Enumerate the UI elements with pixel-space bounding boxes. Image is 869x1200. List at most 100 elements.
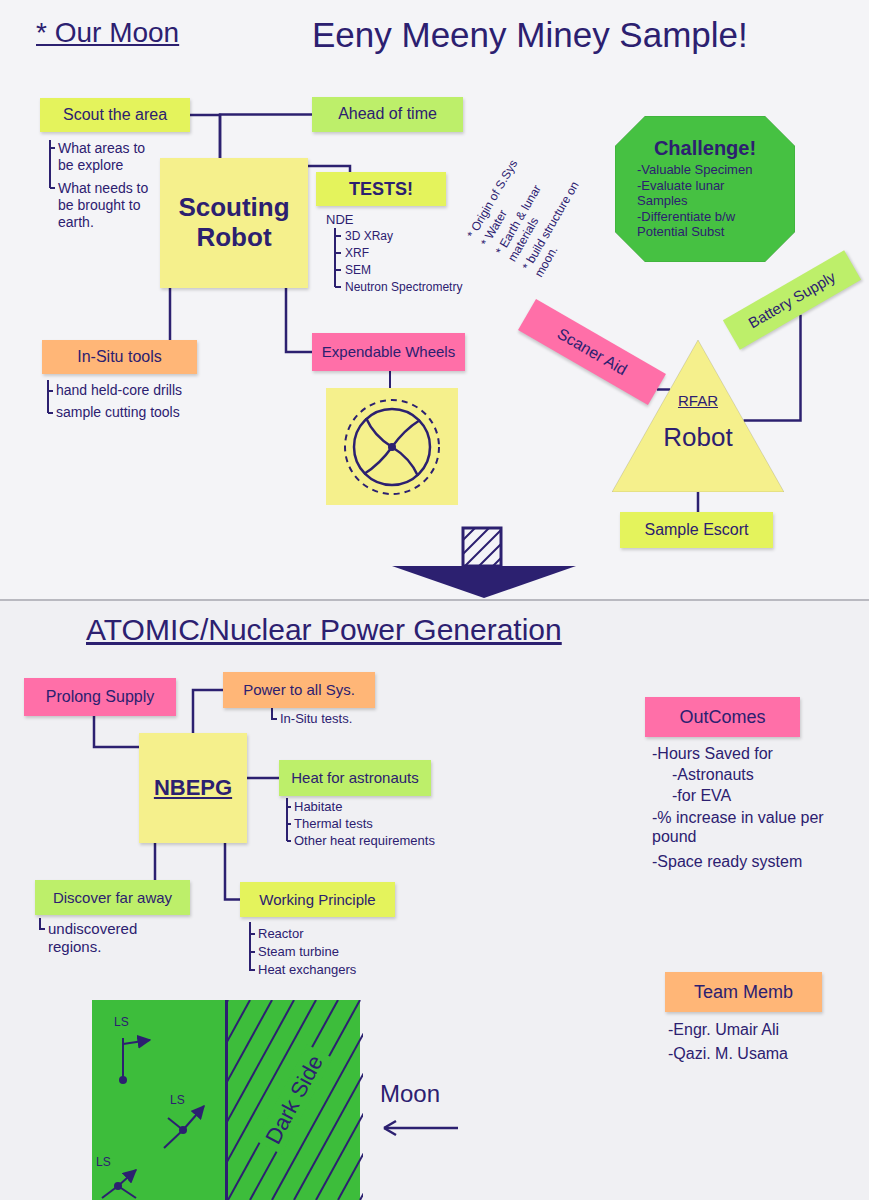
sticky-note: Working Principle xyxy=(240,882,395,917)
note-text: Heat for astronauts xyxy=(291,769,419,786)
handwritten-note: Other heat requirements xyxy=(294,833,435,849)
note-text: Prolong Supply xyxy=(46,688,155,706)
note-text: Scouting Robot xyxy=(166,193,302,253)
site-symbol-line xyxy=(183,1106,204,1130)
handwritten-note: What needs to be brought to earth. xyxy=(58,180,152,230)
shape-outline xyxy=(612,340,784,492)
sticky-note: Battery Supply xyxy=(723,250,861,349)
note-text: Scout the area xyxy=(63,106,167,124)
sticky-note: Team Memb xyxy=(665,972,822,1012)
handwritten-note: SEM xyxy=(345,263,371,277)
moon-arrow-line xyxy=(384,1127,458,1130)
note-text: Robot xyxy=(663,423,732,453)
sticky-note: NBEPG xyxy=(139,733,247,843)
wheel-sketch xyxy=(326,388,458,505)
sticky-note: Ahead of time xyxy=(312,97,463,132)
moon-map: LSLSLSDark Side xyxy=(92,1000,360,1200)
sticky-note: Scout the area xyxy=(40,98,190,132)
arrow-shaft xyxy=(463,528,501,566)
bottom-sheet xyxy=(0,600,869,1200)
wheel-spokes xyxy=(364,418,420,476)
dark-side-region: Dark Side xyxy=(225,1000,360,1200)
handwritten-note: ATOMIC/Nuclear Power Generation xyxy=(86,612,562,648)
handwritten-note: Neutron Spectrometry xyxy=(345,280,462,294)
note-text: Expendable Wheels xyxy=(322,343,455,360)
handwritten-note: -Qazi. M. Usama xyxy=(668,1044,788,1063)
note-text: Scaner Aid xyxy=(554,325,630,380)
handwritten-note: XRF xyxy=(345,246,369,260)
site-symbol-dot xyxy=(119,1076,127,1084)
handwritten-note: -for EVA xyxy=(672,786,731,805)
shape-fill xyxy=(615,116,795,262)
handwritten-note: Steam turbine xyxy=(258,944,339,960)
handwritten-note: Reactor xyxy=(258,926,304,942)
connector xyxy=(697,492,700,512)
sticky-note: Prolong Supply xyxy=(24,678,176,716)
connector xyxy=(169,288,172,340)
handwritten-note: -Engr. Umair Ali xyxy=(668,1020,779,1039)
note-text: Battery Supply xyxy=(745,268,838,332)
list-bracket xyxy=(50,140,55,188)
connector xyxy=(190,115,220,158)
list-bracket xyxy=(335,228,341,287)
list-bracket xyxy=(48,380,53,413)
poster-title: Eeny Meeny Miney Sample! xyxy=(312,14,748,56)
sticky-note: Discover far away xyxy=(35,880,190,915)
hatch-line xyxy=(316,1000,363,1200)
note-text: -Differentiate b/w Potential Subst xyxy=(637,210,773,240)
rotated-note-group: * Origin of S.Sys* Water* Earth & lunar … xyxy=(464,130,606,281)
note-text: Team Memb xyxy=(694,982,793,1003)
list-bracket xyxy=(250,922,255,971)
note-text: TESTS! xyxy=(349,179,413,200)
handwritten-note: 3D XRay xyxy=(345,229,393,243)
note-text: -Evaluate lunar Samples xyxy=(637,179,773,209)
connector xyxy=(193,690,223,733)
arrow-head xyxy=(392,566,576,598)
wheel-hub xyxy=(388,443,396,451)
connector xyxy=(220,115,312,159)
sticky-note: Heat for astronauts xyxy=(279,760,431,796)
handwritten-note: sample cutting tools xyxy=(56,404,180,421)
connector xyxy=(94,716,139,747)
note-text: Challenge! xyxy=(637,137,773,160)
sticky-note: Scaner Aid xyxy=(518,299,666,405)
handwritten-note: -Space ready system xyxy=(652,852,802,871)
sticky-note: In-Situ tools xyxy=(42,340,197,374)
site-symbol-dot xyxy=(114,1182,122,1190)
big-down-arrow xyxy=(392,528,576,598)
handwritten-note: hand held-core drills xyxy=(56,382,182,399)
handwritten-note: Thermal tests xyxy=(294,816,373,832)
connector xyxy=(154,843,157,880)
list-bracket xyxy=(272,708,277,719)
arrow-hatch xyxy=(463,528,501,566)
wheel-sticky-note xyxy=(326,388,458,505)
handwritten-note: -Hours Saved for xyxy=(652,744,773,763)
sheet-fold xyxy=(0,599,869,601)
note-text: LS xyxy=(170,1094,185,1106)
shape-fill xyxy=(612,340,784,492)
list-bracket xyxy=(40,918,45,929)
connector xyxy=(225,843,240,900)
hatch-line xyxy=(228,1000,338,1200)
list-bracket xyxy=(287,798,291,841)
note-text: Working Principle xyxy=(259,891,375,908)
note-text: Dark Side xyxy=(256,1045,333,1155)
handwritten-note: -Astronauts xyxy=(672,765,754,784)
handwritten-note: undiscovered regions. xyxy=(48,920,178,956)
note-text: RFAR xyxy=(678,392,718,409)
top-sheet xyxy=(0,0,869,600)
note-text: OutComes xyxy=(679,707,765,728)
note-text: LS xyxy=(114,1016,129,1028)
sticky-note: Scouting Robot xyxy=(160,158,308,288)
sticky-note: OutComes xyxy=(645,697,800,737)
sticky-note: Expendable Wheels xyxy=(312,333,465,371)
note-text: Sample Escort xyxy=(644,521,748,539)
sticky-note: Sample Escort xyxy=(620,512,773,548)
sticky-note: Power to all Sys. xyxy=(223,672,375,708)
note-text: Power to all Sys. xyxy=(243,681,355,698)
hatch-line xyxy=(250,1000,360,1200)
handwritten-note: Habitate xyxy=(294,799,342,815)
moon-arrow xyxy=(384,1121,458,1135)
wheel-outer xyxy=(345,400,439,494)
